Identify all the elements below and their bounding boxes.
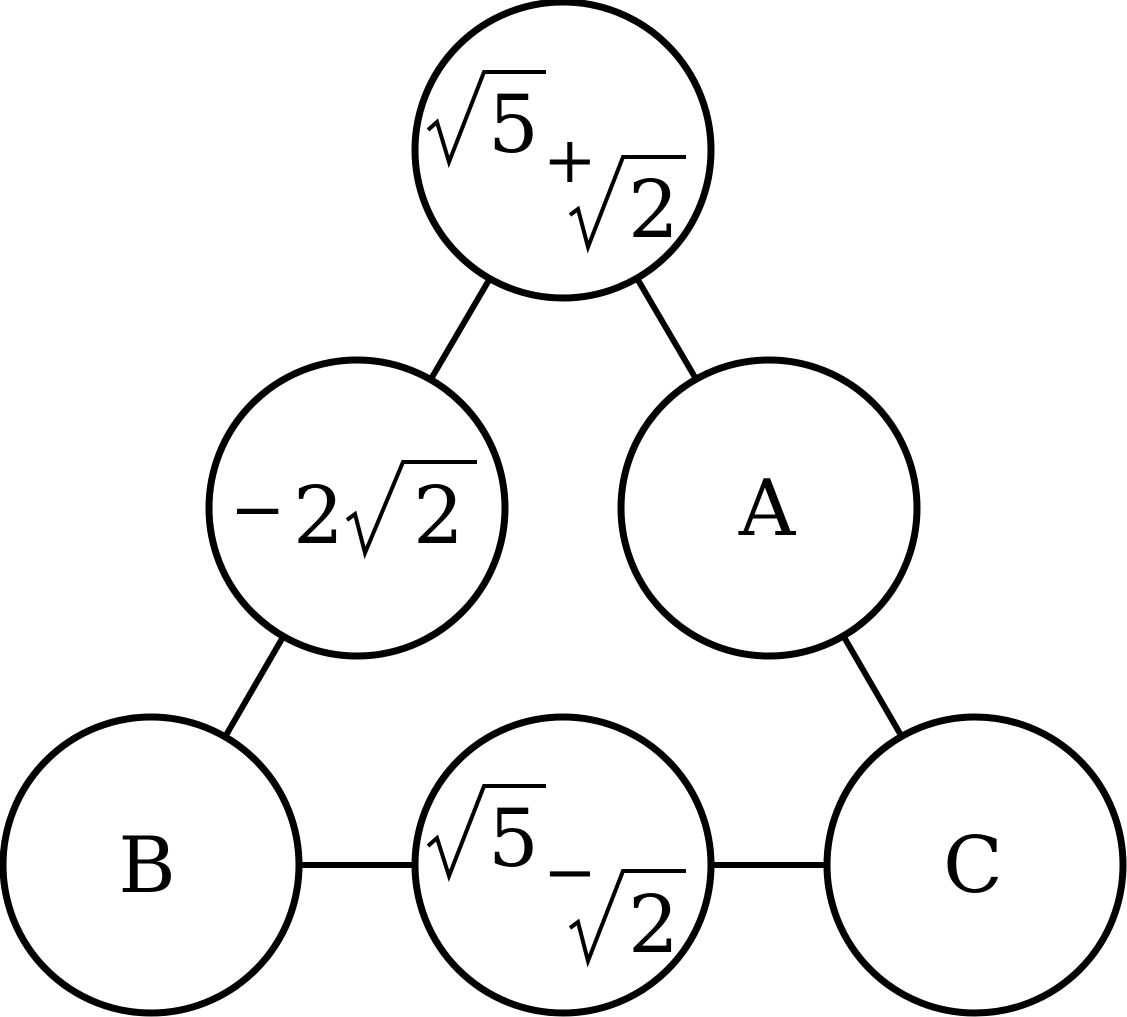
node-bottom-middle-circle [411, 713, 715, 1017]
radicand-2: 2 [413, 469, 464, 562]
edge-top-left [428, 278, 492, 381]
node-B-circle [0, 713, 303, 1017]
label-A: A [738, 464, 797, 554]
node-bottom-left: B [0, 713, 303, 1017]
plus-operator: + [543, 124, 597, 198]
node-bottom-middle: 5 − 2 [411, 713, 715, 1017]
node-left-circle [205, 356, 509, 660]
radicand-2: 2 [628, 163, 679, 256]
node-C-circle [823, 713, 1127, 1017]
edges [222, 278, 905, 868]
radicand-5: 5 [488, 78, 539, 171]
sqrt-symbol [345, 460, 477, 560]
node-top-circle [411, 0, 715, 302]
node-right: A [617, 356, 921, 660]
sqrt-symbol [426, 70, 546, 169]
node-top: 5 + 2 [411, 0, 715, 302]
edge-left-bottomleft [222, 635, 286, 739]
minus-operator: − [543, 836, 597, 910]
label-B: B [118, 821, 175, 911]
radicand-2: 2 [628, 878, 679, 971]
label-C: C [943, 821, 1003, 911]
edge-right-bottomright [841, 635, 905, 739]
sqrt-symbol [568, 155, 686, 254]
minus-sign: − [230, 471, 285, 548]
edge-top-right [635, 278, 699, 381]
sqrt-symbol [426, 784, 546, 883]
node-left: − 2 2 [205, 356, 509, 660]
radicand-5: 5 [488, 792, 539, 885]
node-bottom-right: C [823, 713, 1127, 1017]
node-A-circle [617, 356, 921, 660]
coefficient-2: 2 [293, 469, 344, 562]
sqrt-symbol [568, 869, 686, 968]
